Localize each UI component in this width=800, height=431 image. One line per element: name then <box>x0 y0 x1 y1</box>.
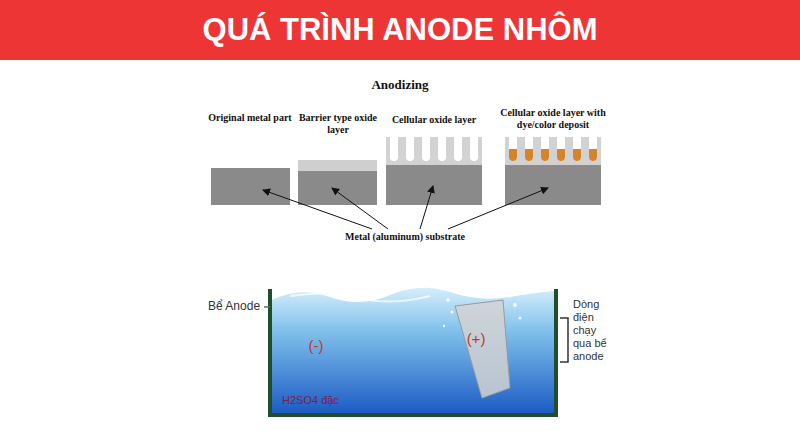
banner-title: QUÁ TRÌNH ANODE NHÔM <box>0 0 800 60</box>
electrolyte-label: H2SO4 đặc <box>282 394 362 407</box>
cellular-oxide <box>386 137 482 165</box>
barrier-oxide <box>298 160 377 171</box>
metal-block <box>211 168 290 205</box>
stage-block: Barrier type oxide layer <box>293 112 383 206</box>
tank-wall <box>270 289 556 415</box>
dye-deposit <box>509 149 597 161</box>
stage-caption: Barrier type oxide layer <box>293 112 383 136</box>
stage-block: Cellular oxide layer with dye/color depo… <box>495 107 611 206</box>
leader-line <box>264 306 270 308</box>
anode-part <box>455 300 510 398</box>
metal-block <box>298 160 377 205</box>
oxide-pores <box>509 137 597 161</box>
cathode-sign: (-) <box>302 337 330 355</box>
stage-block: Original metal part <box>206 112 294 206</box>
substrate-label: Metal (aluminum) substrate <box>315 231 495 243</box>
stage-block: Cellular oxide layer <box>383 114 485 206</box>
anode-sign: (+) <box>462 330 490 348</box>
bubbles <box>443 295 522 328</box>
tank-label: Bể Anode <box>208 299 264 313</box>
metal-block <box>386 160 482 205</box>
leader-arrow <box>263 190 372 229</box>
leader-arrow <box>420 186 433 229</box>
current-note: Dòng điện chạy qua bể anode <box>573 298 615 363</box>
stage-caption: Original metal part <box>206 112 294 124</box>
wave <box>290 293 430 301</box>
metal-block <box>505 160 601 205</box>
stage-caption: Cellular oxide layer <box>383 114 485 126</box>
bracket <box>560 318 568 362</box>
leader-arrow <box>448 188 548 229</box>
stage-caption: Cellular oxide layer with dye/color depo… <box>495 107 611 131</box>
section-heading: Anodizing <box>330 77 470 93</box>
oxide-pores <box>390 137 478 161</box>
leader-arrow <box>332 188 388 229</box>
acid-bath <box>272 288 554 413</box>
cellular-oxide <box>505 137 601 165</box>
